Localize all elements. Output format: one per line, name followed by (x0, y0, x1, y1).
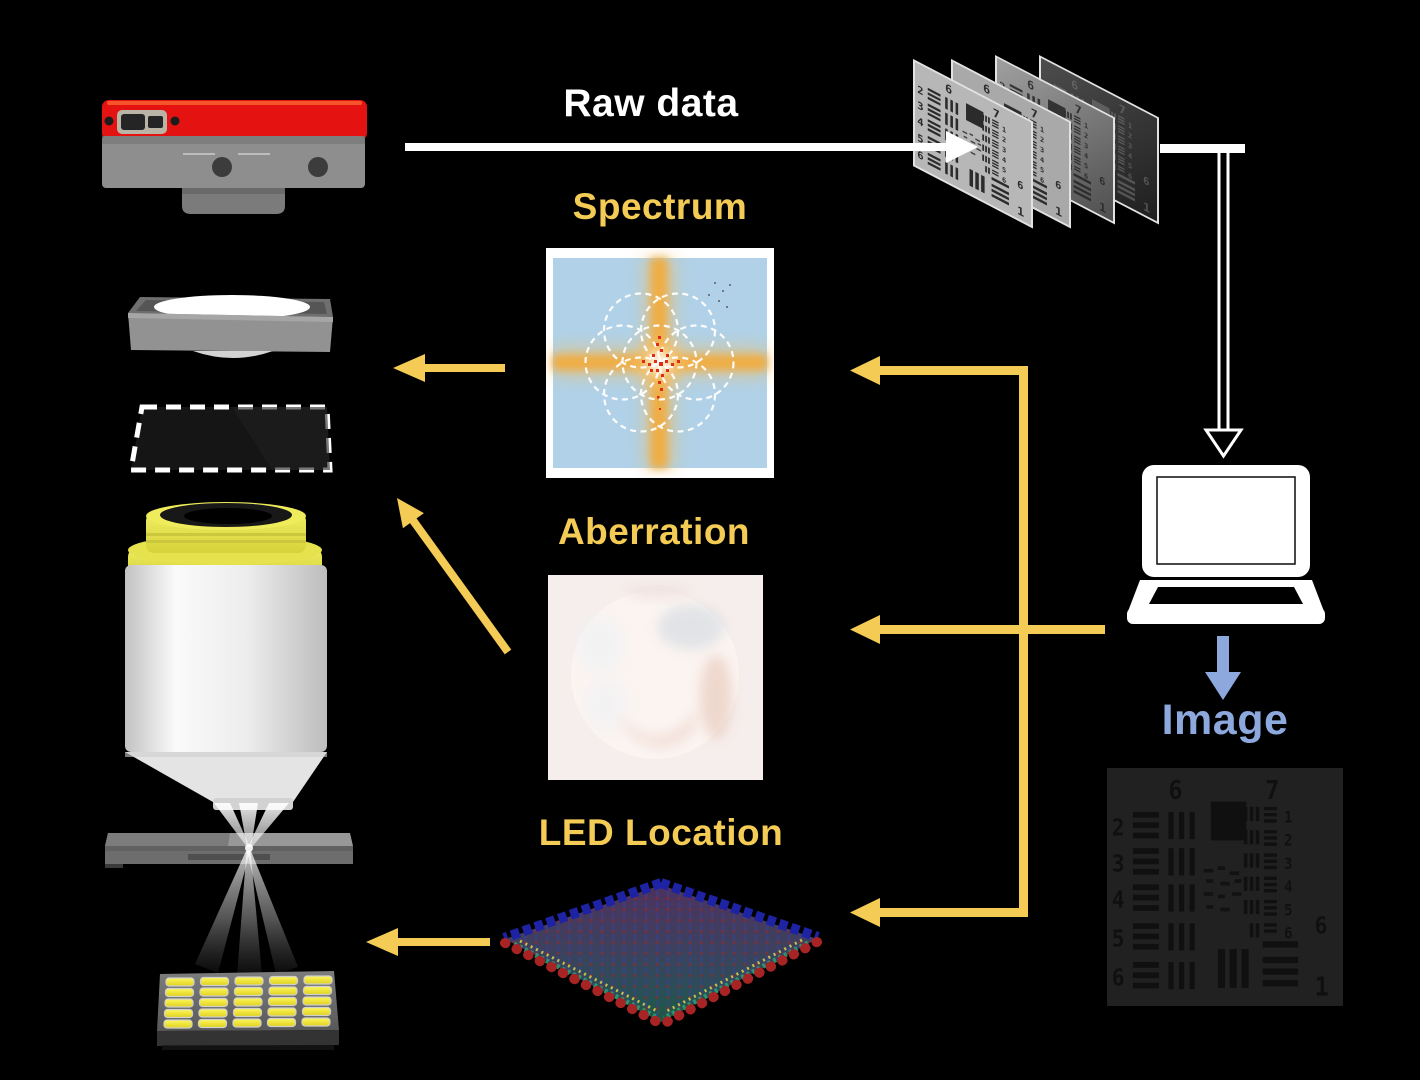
aberration-label: Aberration (557, 511, 751, 552)
reconstructed-target-image (1107, 768, 1343, 1006)
objective-body (125, 565, 327, 752)
pupil-circles (584, 292, 735, 433)
laptop-to-image-arrow (1205, 636, 1241, 700)
stack-to-laptop-arrow (1160, 144, 1245, 459)
screw-hole-right (170, 116, 180, 126)
feedback-vertical-line (1019, 366, 1028, 912)
red-led-row-left (500, 938, 666, 1028)
laptop-screen (1156, 476, 1296, 565)
board-edge (157, 1030, 339, 1046)
laptop-keyboard (1149, 587, 1303, 604)
lens-glass-bulge (193, 351, 273, 358)
lens-glass-top (154, 295, 310, 319)
screw-hole-left (104, 116, 114, 126)
led-array-board (157, 971, 339, 1050)
led-grid (163, 975, 333, 1029)
blue-led-row-right (659, 878, 820, 942)
usb-port (117, 110, 167, 134)
red-led-row-right (658, 937, 822, 1028)
led-location-map (500, 878, 822, 1028)
camera-lens-barrel (182, 188, 285, 214)
spectrum-label: Spectrum (572, 186, 748, 227)
specimen-slide (105, 833, 353, 868)
camera-body (102, 136, 365, 188)
raw-data-label: Raw data (563, 82, 739, 125)
lens-mount-front (128, 313, 333, 352)
camera-button-right (308, 157, 328, 177)
laptop-computer (1127, 465, 1325, 624)
tube-lens (128, 295, 333, 358)
led-location-label: LED Location (538, 812, 784, 853)
spectrum-map (546, 248, 774, 478)
dashed-sample-plane (128, 404, 333, 473)
light-beams (195, 803, 298, 976)
objective-lens (125, 502, 327, 810)
camera-top-highlight (107, 101, 362, 105)
camera-button-left (212, 157, 232, 177)
image-label: Image (1161, 696, 1289, 744)
blue-led-row-left (502, 878, 663, 943)
spectrum-center-speckles (642, 336, 680, 410)
feedback-lines (366, 354, 1105, 956)
raw-data-arrow (405, 131, 978, 163)
aberration-map (548, 575, 763, 780)
usb-camera (102, 100, 367, 214)
